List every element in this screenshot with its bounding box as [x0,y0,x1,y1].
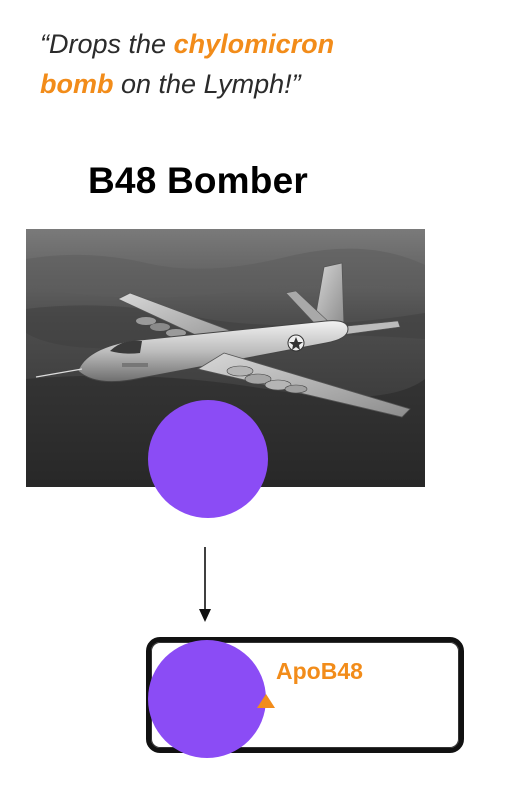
b48-bomber-photo [26,229,425,487]
quote-highlight-bomb: bomb [40,69,114,99]
apob48-marker [257,694,275,708]
chylomicron-bomb-circle [148,400,268,518]
page-title: B48 Bomber [88,160,308,201]
quote-highlight-chylomicron: chylomicron [173,29,335,59]
chylomicron-circle [148,640,266,758]
apob48-label: ApoB48 [276,658,363,684]
triangle-icon [256,693,276,714]
quote-rest: on the Lymph!” [113,69,301,99]
quote-open: “Drops the [40,29,174,59]
quote-text: “Drops the chylomicron bomb on the Lymph… [40,24,500,104]
arrow-down-icon [198,547,212,628]
